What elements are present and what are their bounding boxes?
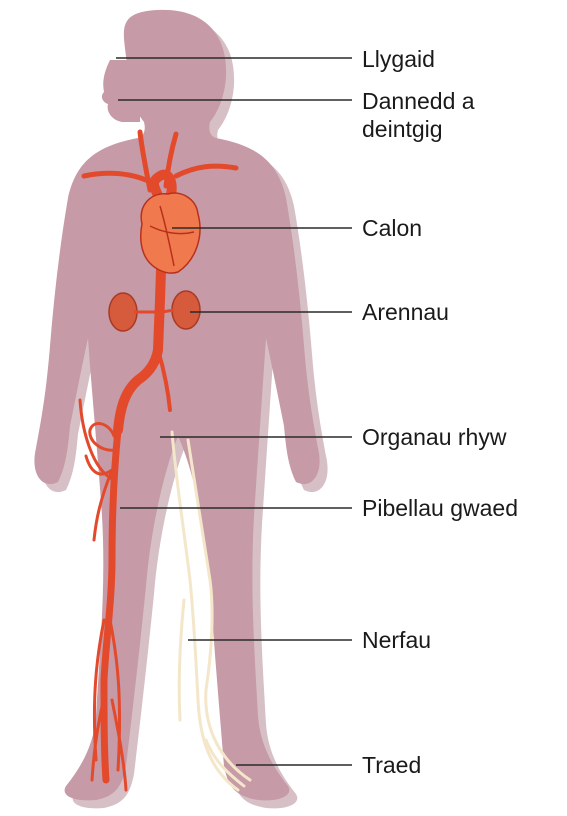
face-profile <box>102 60 140 122</box>
kidney-right <box>109 293 137 331</box>
label-teeth-line2: deintgig <box>362 116 443 142</box>
kidney-left <box>172 291 200 329</box>
label-blood-vessels: Pibellau gwaed <box>362 495 518 521</box>
label-heart: Calon <box>362 215 422 241</box>
label-feet: Traed <box>362 752 421 778</box>
label-nerves: Nerfau <box>362 627 431 653</box>
body-silhouette <box>34 10 327 808</box>
label-sex-organs: Organau rhyw <box>362 424 506 450</box>
label-eyes: Llygaid <box>362 46 435 72</box>
label-teeth-line1: Dannedd a <box>362 88 475 114</box>
label-kidneys: Arennau <box>362 299 449 325</box>
